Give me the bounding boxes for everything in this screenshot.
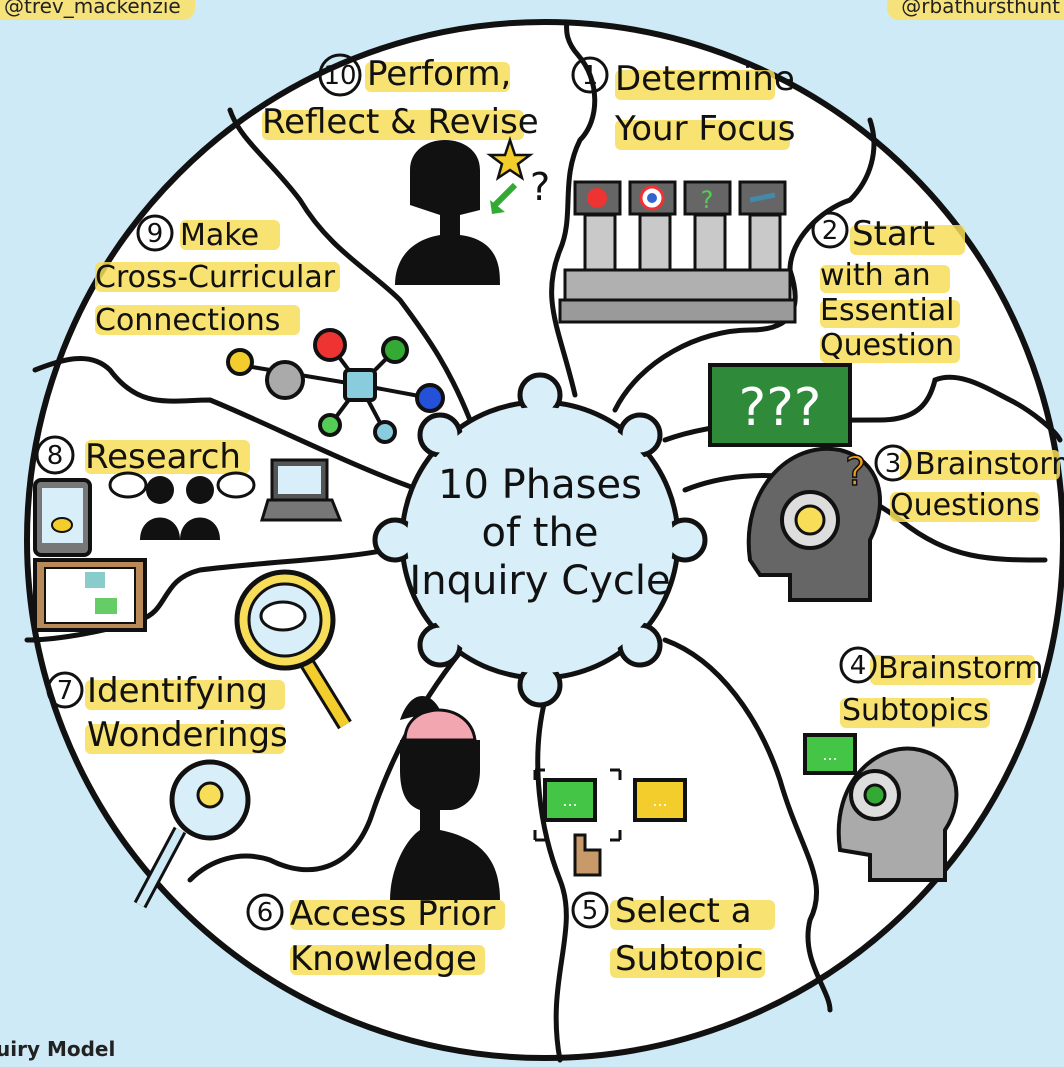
center-hub: 10 Phases of the Inquiry Cycle [372, 372, 708, 708]
phase-2-number: 2 [822, 216, 839, 246]
phase-4: 4 Brainstorm Subtopics [839, 646, 1043, 728]
phase-9-number: 9 [147, 219, 164, 249]
phase-4-number: 4 [850, 651, 867, 681]
phase-6-line1: Access Prior [290, 894, 495, 934]
phase-7-line2: Wonderings [87, 715, 288, 755]
phase-2-line1: Start [852, 214, 935, 254]
phase-7-line1: Identifying [87, 671, 268, 711]
svg-text:?: ? [530, 165, 550, 209]
pillars-icon: ? [558, 180, 797, 324]
phase-1: 1 Determine Your Focus [571, 56, 796, 150]
phase-1-line2: Your Focus [614, 109, 796, 149]
network-icon [226, 328, 445, 444]
svg-text:...: ... [562, 791, 577, 810]
phase-10-number: 10 [323, 61, 356, 91]
phase-8-line1: Research [85, 437, 241, 477]
person-star-icon: ? [395, 136, 550, 285]
phase-6-number: 6 [257, 898, 274, 928]
phase-7: 7 Identifying Wonderings [46, 671, 288, 755]
phase-9-line2: Cross-Curricular [95, 260, 336, 295]
phase-8-number: 8 [47, 441, 64, 471]
phase-8: 8 Research [35, 435, 250, 477]
svg-text:?: ? [701, 186, 714, 214]
chalkboard-text: ??? [739, 378, 822, 438]
phase-5: 5 Select a Subtopic [571, 891, 775, 979]
phase-5-line2: Subtopic [615, 939, 764, 979]
phase-9-line1: Make [180, 218, 259, 253]
phase-3-line1: Brainstorm [915, 447, 1064, 482]
phase-1-number: 1 [582, 61, 599, 91]
magnifier-bulb-icon [133, 759, 251, 909]
chalkboard-icon: ??? [708, 363, 852, 447]
phase-4-line1: Brainstorm [878, 651, 1043, 686]
author-handle-left: @trev_mackenzie [0, 0, 195, 20]
phase-2: 2 Start with an Essential Question [811, 211, 965, 363]
center-title-line1: 10 Phases [438, 462, 642, 508]
phase-5-number: 5 [582, 896, 599, 926]
center-title-line2: of the [482, 510, 599, 556]
svg-text:?: ? [845, 449, 866, 495]
phase-6: 6 Access Prior Knowledge [246, 893, 505, 979]
phase-3-line2: Questions [890, 488, 1040, 523]
magnifier-cloud-icon [234, 569, 352, 730]
phase-10-line1: Perform, [367, 54, 511, 94]
phase-1-line1: Determine [615, 59, 795, 99]
select-chat-icon: ... ... [533, 768, 687, 877]
phase-10-line2: Reflect & Revise [262, 102, 539, 142]
phase-2-line2: with an [820, 258, 931, 293]
head-brain-icon [390, 696, 500, 900]
phase-3-number: 3 [885, 449, 902, 479]
footer-note: uiry Model [0, 1037, 116, 1061]
phase-7-number: 7 [57, 676, 74, 706]
phase-2-line3: Essential [820, 293, 955, 328]
svg-text:...: ... [652, 791, 667, 810]
phase-4-line2: Subtopics [842, 693, 989, 728]
phase-5-line1: Select a [615, 891, 752, 931]
phase-9: 9 Make Cross-Curricular Connections [95, 214, 340, 338]
chat-gear-icon: ... [803, 733, 959, 882]
author-handle-right: @rbathursthunt [887, 0, 1064, 20]
center-title-line3: Inquiry Cycle [409, 558, 670, 604]
phase-6-line2: Knowledge [290, 939, 477, 979]
phase-10: 10 Perform, Reflect & Revise [262, 53, 539, 142]
phase-3: 3 Brainstorm Questions [874, 444, 1064, 523]
svg-text:...: ... [822, 745, 837, 764]
research-people-icon [33, 458, 343, 632]
head-gear-icon: ? [746, 446, 882, 602]
phase-2-line4: Question [820, 328, 954, 363]
phase-9-line3: Connections [95, 303, 280, 338]
